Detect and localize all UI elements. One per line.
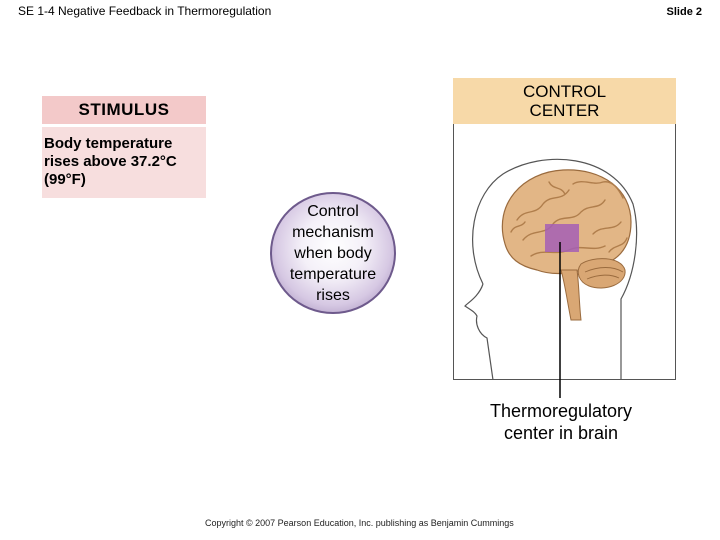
control-mechanism-circle: Control mechanism when body temperature … [270, 192, 396, 314]
stimulus-label: STIMULUS [78, 100, 170, 119]
control-mechanism-text: Control mechanism when body temperature … [289, 202, 377, 304]
copyright-notice: Copyright © 2007 Pearson Education, Inc.… [205, 518, 514, 528]
thermoregulatory-center-label: Thermoregulatory center in brain [489, 401, 633, 443]
control-center-label: CONTROL CENTER [522, 82, 607, 120]
stimulus-description: Body temperature rises above 37.2°C (99°… [42, 127, 206, 198]
slide-title: SE 1-4 Negative Feedback in Thermoregula… [18, 4, 272, 18]
control-center-box: CONTROL CENTER [453, 78, 676, 124]
cerebellum-shape [577, 258, 626, 289]
slide-number: Slide 2 [666, 6, 702, 18]
head-silhouette-icon [472, 158, 638, 380]
brainstem-shape [560, 269, 582, 321]
brain-icon [464, 158, 638, 380]
hypothalamus-highlight [545, 224, 579, 252]
stimulus-label-box: STIMULUS [42, 96, 206, 124]
